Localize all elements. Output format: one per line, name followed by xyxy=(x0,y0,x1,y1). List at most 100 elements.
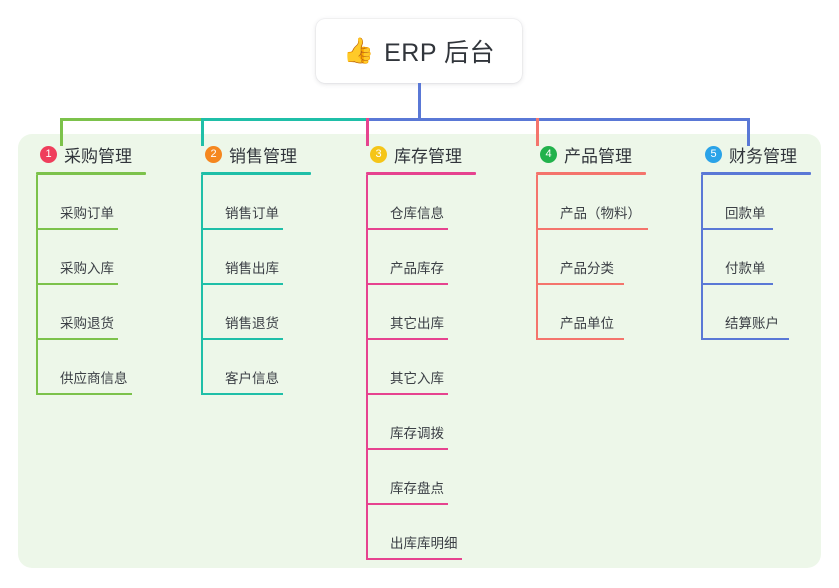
branch-header-rule xyxy=(701,172,811,175)
branch-spine xyxy=(36,175,38,395)
branch-item-rule xyxy=(701,283,773,285)
branch-header-财务管理[interactable]: 5 财务管理 xyxy=(701,141,811,167)
branch-spine xyxy=(536,175,538,340)
branch-number-badge: 2 xyxy=(205,145,222,163)
root-node[interactable]: 👍 ERP 后台 xyxy=(316,19,522,83)
thumbs-up-icon: 👍 xyxy=(342,36,375,65)
branch-item[interactable]: 产品（物料） xyxy=(536,175,648,230)
branch-item[interactable]: 仓库信息 xyxy=(366,175,476,230)
branch-item-label: 产品单位 xyxy=(560,316,614,331)
branch-item[interactable]: 采购入库 xyxy=(36,230,146,285)
branch-item-rule xyxy=(366,338,448,340)
branch-title: 销售管理 xyxy=(229,146,297,166)
branch-item[interactable]: 采购退货 xyxy=(36,285,146,340)
connector-bar-segment-2 xyxy=(201,118,368,121)
branch-header-销售管理[interactable]: 2 销售管理 xyxy=(201,141,311,167)
connector-bar-segment-1 xyxy=(60,118,203,121)
branch-item[interactable]: 付款单 xyxy=(701,230,811,285)
branch-spine xyxy=(201,175,203,395)
branch-item-list: 产品（物料） 产品分类产品单位 xyxy=(536,175,648,340)
branch-item[interactable]: 库存盘点 xyxy=(366,450,476,505)
branch-item-rule xyxy=(36,228,118,230)
branch-item[interactable]: 其它出库 xyxy=(366,285,476,340)
branch-item[interactable]: 产品库存 xyxy=(366,230,476,285)
branch-item[interactable]: 产品分类 xyxy=(536,230,646,285)
branch-item-rule xyxy=(366,228,448,230)
branch-item-rule xyxy=(536,228,648,230)
branch-item[interactable]: 供应商信息 xyxy=(36,340,146,395)
branch-item-rule xyxy=(201,228,283,230)
branch-item[interactable]: 出库库明细 xyxy=(366,505,476,560)
connector-drop-2 xyxy=(201,118,204,146)
connector-bar-segment-3 xyxy=(366,118,749,121)
root-title: ERP 后台 xyxy=(384,39,496,67)
branch-item-label: 结算账户 xyxy=(725,316,779,331)
connector-drop-3 xyxy=(366,118,369,146)
branch-number-badge: 4 xyxy=(540,145,557,163)
branch-item-rule xyxy=(701,338,789,340)
branch-column-2: 2 销售管理销售订单销售出库销售退货客户信息 xyxy=(201,141,311,395)
branch-item[interactable]: 销售退货 xyxy=(201,285,311,340)
branch-item-rule xyxy=(366,283,448,285)
branch-item[interactable]: 客户信息 xyxy=(201,340,311,395)
branch-item[interactable]: 回款单 xyxy=(701,175,811,230)
branch-item-label: 采购订单 xyxy=(60,206,114,221)
branch-item-rule xyxy=(366,393,448,395)
branch-item-label: 其它入库 xyxy=(390,371,444,386)
branch-item-label: 回款单 xyxy=(725,206,766,221)
branch-item-label: 产品分类 xyxy=(560,261,614,276)
branch-item-list: 仓库信息产品库存其它出库其它入库库存调拨库存盘点出库库明细 xyxy=(366,175,476,560)
branch-item-rule xyxy=(366,558,462,560)
branch-item-rule xyxy=(36,283,118,285)
branch-number-badge: 3 xyxy=(370,145,387,163)
branch-item-list: 销售订单销售出库销售退货客户信息 xyxy=(201,175,311,395)
branch-item-label: 采购入库 xyxy=(60,261,114,276)
branch-column-5: 5 财务管理回款单付款单结算账户 xyxy=(701,141,811,340)
connector-root-stem xyxy=(418,83,421,121)
branch-item[interactable]: 结算账户 xyxy=(701,285,811,340)
branch-item-list: 采购订单采购入库采购退货供应商信息 xyxy=(36,175,146,395)
branch-item-label: 销售订单 xyxy=(225,206,279,221)
branch-item[interactable]: 库存调拨 xyxy=(366,395,476,450)
connector-drop-1 xyxy=(60,118,63,146)
branch-item-label: 销售退货 xyxy=(225,316,279,331)
branch-item-rule xyxy=(201,338,283,340)
branch-item-label: 采购退货 xyxy=(60,316,114,331)
branch-number-badge: 1 xyxy=(40,145,57,163)
branch-item-rule xyxy=(36,393,132,395)
branch-header-rule xyxy=(36,172,146,175)
branch-spine xyxy=(701,175,703,340)
branch-item[interactable]: 销售出库 xyxy=(201,230,311,285)
branch-item-label: 仓库信息 xyxy=(390,206,444,221)
diagram-panel xyxy=(18,134,821,568)
branch-spine xyxy=(366,175,368,560)
branch-item[interactable]: 销售订单 xyxy=(201,175,311,230)
branch-item-label: 销售出库 xyxy=(225,261,279,276)
branch-item-label: 客户信息 xyxy=(225,371,279,386)
connector-drop-4 xyxy=(536,118,539,146)
branch-item-rule xyxy=(701,228,773,230)
branch-number-badge: 5 xyxy=(705,145,722,163)
branch-title: 财务管理 xyxy=(729,146,797,166)
branch-header-rule xyxy=(201,172,311,175)
branch-item-label: 出库库明细 xyxy=(390,536,458,551)
branch-item-rule xyxy=(201,393,283,395)
branch-item-label: 产品库存 xyxy=(390,261,444,276)
branch-item-rule xyxy=(366,503,448,505)
branch-item-label: 其它出库 xyxy=(390,316,444,331)
branch-item[interactable]: 其它入库 xyxy=(366,340,476,395)
branch-item-rule xyxy=(536,283,624,285)
branch-item-rule xyxy=(36,338,118,340)
branch-item-label: 付款单 xyxy=(725,261,766,276)
branch-item[interactable]: 产品单位 xyxy=(536,285,646,340)
branch-item[interactable]: 采购订单 xyxy=(36,175,146,230)
branch-item-rule xyxy=(201,283,283,285)
branch-item-rule xyxy=(366,448,448,450)
